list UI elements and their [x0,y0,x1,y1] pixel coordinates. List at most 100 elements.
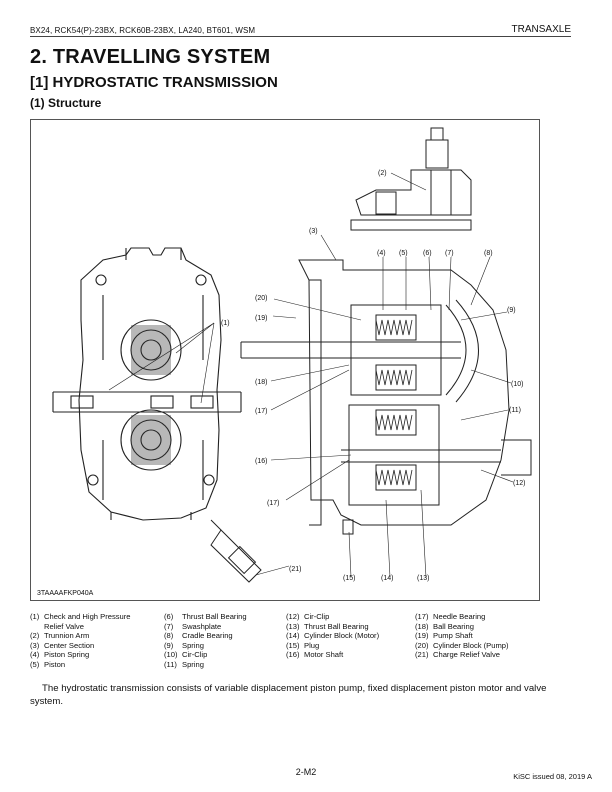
legend-num: (4) [30,650,40,660]
legend-item: (20) Cylinder Block (Pump) [415,641,509,651]
legend-item: (3) Center Section [30,641,131,651]
legend-item: Relief Valve [30,622,131,632]
legend-text: Cir-Clip [304,612,330,621]
legend-item: (15) Plug [286,641,379,651]
legend-text: Charge Relief Valve [433,650,500,660]
legend-item: (21) Charge Relief Valve [415,650,509,660]
legend-text: Thrust Ball Bearing [182,612,247,621]
legend-num: (19) [415,631,429,641]
legend-num: (8) [164,631,174,641]
legend-text: Center Section [44,640,95,650]
legend-num: (18) [415,621,429,631]
callout: (17) [255,408,267,415]
callout: (10) [511,381,523,388]
legend-text: Piston Spring [44,650,90,660]
legend-text: Ball Bearing [433,621,474,631]
legend-text: Needle Bearing [433,612,486,621]
legend-num: (10) [164,650,178,660]
callout: (5) [399,250,408,257]
legend-text: Relief Valve [44,621,84,631]
callout: (14) [381,575,393,582]
legend-column: (6) Thrust Ball Bearing (7) Swashplate (8)… [164,612,247,670]
header-rule [30,36,571,37]
callout: (12) [513,480,525,487]
callout: (4) [377,250,386,257]
legend-num: (9) [164,640,174,650]
callout-labels: (1) (2) (3) (4) (5) (6) (7) (8) (9) (10)… [221,170,525,582]
description-paragraph: The hydrostatic transmission consists of… [30,683,547,707]
legend-num: (3) [30,640,40,650]
callout: (16) [255,458,267,465]
legend-num: (12) [286,612,300,621]
callout: (15) [343,575,355,582]
callout: (7) [445,250,454,257]
legend-num: (15) [286,640,300,650]
structure-figure: (1) (2) (3) (4) (5) (6) (7) (8) (9) (10)… [30,119,540,601]
legend-text: Cradle Bearing [182,631,233,641]
legend-item: (12) Cir-Clip [286,612,379,622]
callout: (21) [289,566,301,573]
legend-text: Spring [182,659,204,669]
legend-num: (6) [164,612,174,621]
issue-note: KiSC issued 08, 2019 A [513,772,592,781]
figure-code: 3TAAAAFKP040A [37,590,94,597]
callout: (8) [484,250,493,257]
legend-column: (12) Cir-Clip (13) Thrust Ball Bearing (14… [286,612,379,660]
legend-item: (7) Swashplate [164,622,247,632]
legend-item: (18) Ball Bearing [415,622,509,632]
legend-num: (7) [164,621,174,631]
legend-text: Pump Shaft [433,631,473,641]
legend-item: (2) Trunnion Arm [30,631,131,641]
legend-num: (17) [415,612,429,621]
legend-item: (8) Cradle Bearing [164,631,247,641]
page-title: 2. TRAVELLING SYSTEM [30,46,271,68]
header-models: BX24, RCK54(P)-23BX, RCK60B-23BX, LA240,… [30,26,256,35]
legend-text: Check and High Pressure [44,612,131,621]
legend-text: Trunnion Arm [44,631,90,641]
legend-text: Swashplate [182,621,222,631]
legend-text: Cylinder Block (Motor) [304,631,380,641]
legend-text: Spring [182,640,204,650]
callout: (18) [255,379,267,386]
header-section: TRANSAXLE [511,24,571,35]
callout: (3) [309,228,318,235]
legend-num: (14) [286,631,300,641]
callout: (19) [255,315,267,322]
legend-num: (13) [286,621,300,631]
callout: (13) [417,575,429,582]
callout: (17) [267,500,279,507]
legend-item: (9) Spring [164,641,247,651]
transmission-drawing: (1) (2) (3) (4) (5) (6) (7) (8) (9) (10)… [52,127,532,583]
legend-text: Thrust Ball Bearing [304,621,369,631]
legend-item: (10) Cir-Clip [164,650,247,660]
legend-column: (1)Check and High Pressure Relief Valve … [30,612,131,670]
callout: (9) [507,307,516,314]
legend-item: (4) Piston Spring [30,650,131,660]
legend-num: (21) [415,650,429,660]
legend-item: (14) Cylinder Block (Motor) [286,631,379,641]
callout: (1) [221,320,230,327]
legend-item: (5) Piston [30,660,131,670]
callout: (20) [255,295,267,302]
legend-text: Cir-Clip [182,650,208,660]
legend-num: (5) [30,659,40,669]
legend-item: (13) Thrust Ball Bearing [286,622,379,632]
callout: (11) [509,407,521,414]
legend-num: (11) [164,659,177,669]
legend-column: (17) Needle Bearing (18) Ball Bearing (19)… [415,612,509,660]
legend-item: (19) Pump Shaft [415,631,509,641]
legend-text: Cylinder Block (Pump) [433,640,509,650]
legend-text: Piston [44,659,66,669]
legend-num: (1) [30,612,40,621]
section-title: [1] HYDROSTATIC TRANSMISSION [30,74,278,91]
legend-num: (20) [415,640,429,650]
callout: (2) [378,170,387,177]
legend-text: Plug [304,640,320,650]
page-number: 2-M2 [295,767,317,777]
subsection-title: (1) Structure [30,96,102,110]
callout: (6) [423,250,432,257]
legend-num: (2) [30,631,40,641]
legend-num [30,622,44,632]
legend-item: (17) Needle Bearing [415,612,509,622]
legend-item: (16)Motor Shaft [286,650,379,660]
